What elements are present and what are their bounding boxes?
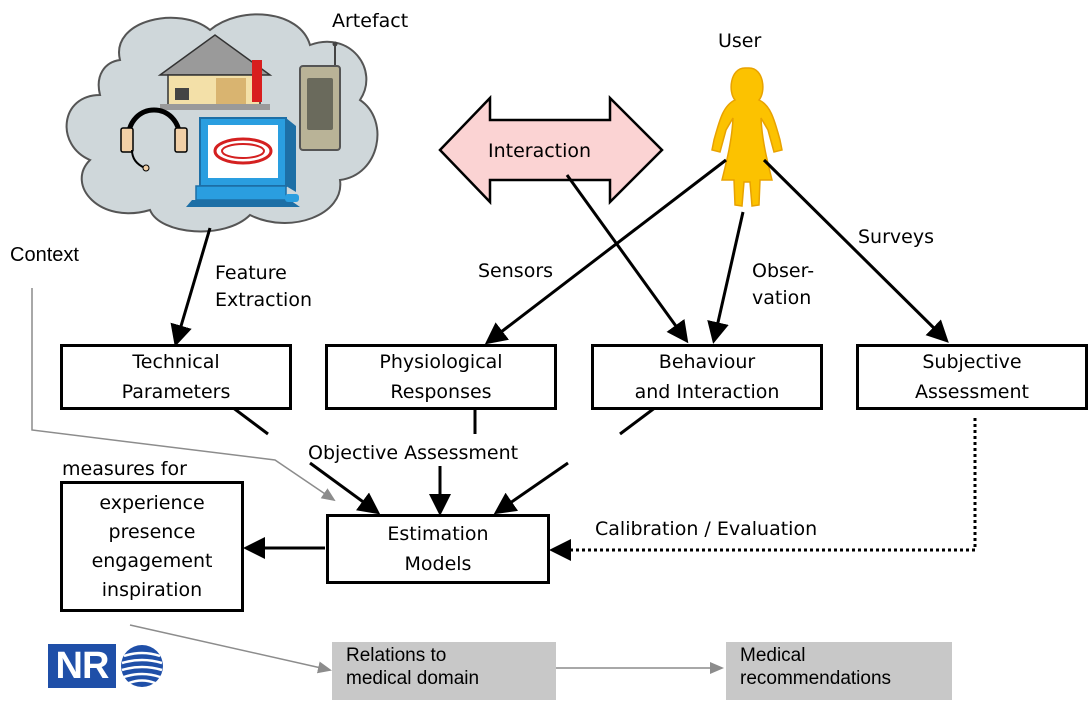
globe-icon (121, 645, 163, 687)
calibration-label: Calibration / Evaluation (595, 518, 818, 540)
remote-device-icon (299, 41, 341, 151)
measures-list-box: experience presence engagement inspirati… (60, 481, 244, 612)
arrow-user-to-physiological (484, 158, 727, 345)
house-icon (157, 34, 273, 110)
arrow-user-to-behaviour (707, 211, 745, 344)
interaction-label: Interaction (488, 140, 592, 162)
computer-icon (186, 117, 300, 207)
flow-arrows (170, 158, 977, 561)
objective-assessment-lines (231, 405, 657, 436)
observation-label: Obser- vation (752, 260, 815, 309)
feature-extraction-label: Feature Extraction (215, 262, 312, 311)
user-label: User (718, 30, 762, 52)
logo-text: NR (48, 644, 116, 688)
arrow-subjective-to-estimation (549, 418, 977, 561)
relations-medical-box: Relations to medical domain (332, 642, 556, 700)
behaviour-interaction-box: Behaviour and Interaction (591, 344, 823, 410)
technical-parameters-box: Technical Parameters (60, 344, 292, 410)
person-icon (711, 67, 783, 207)
estimation-models-box: Estimation Models (326, 514, 550, 584)
arrow-context-to-estimation (31, 288, 336, 502)
arrow-user-to-subjective (762, 158, 949, 343)
measures-for-label: measures for (62, 458, 187, 480)
headphones-icon (120, 107, 188, 172)
arrow-artefact-to-technical (170, 227, 212, 347)
arrow-technical-to-estimation (309, 461, 381, 515)
physiological-responses-box: Physiological Responses (325, 344, 557, 410)
artefact-label: Artefact (332, 10, 409, 32)
surveys-label: Surveys (858, 226, 934, 248)
medical-recommendations-box: Medical recommendations (726, 642, 952, 700)
objective-assessment-label: Objective Assessment (308, 442, 519, 464)
interaction-arrow (438, 94, 664, 206)
sensors-label: Sensors (478, 260, 554, 282)
arrow-measures-to-relations (129, 624, 332, 674)
arrow-behaviour-to-estimation (493, 461, 569, 515)
subjective-assessment-box: Subjective Assessment (856, 344, 1088, 410)
context-label: Context (10, 244, 79, 266)
arrow-interaction-to-behaviour (565, 174, 689, 344)
context-arrows (31, 288, 724, 674)
